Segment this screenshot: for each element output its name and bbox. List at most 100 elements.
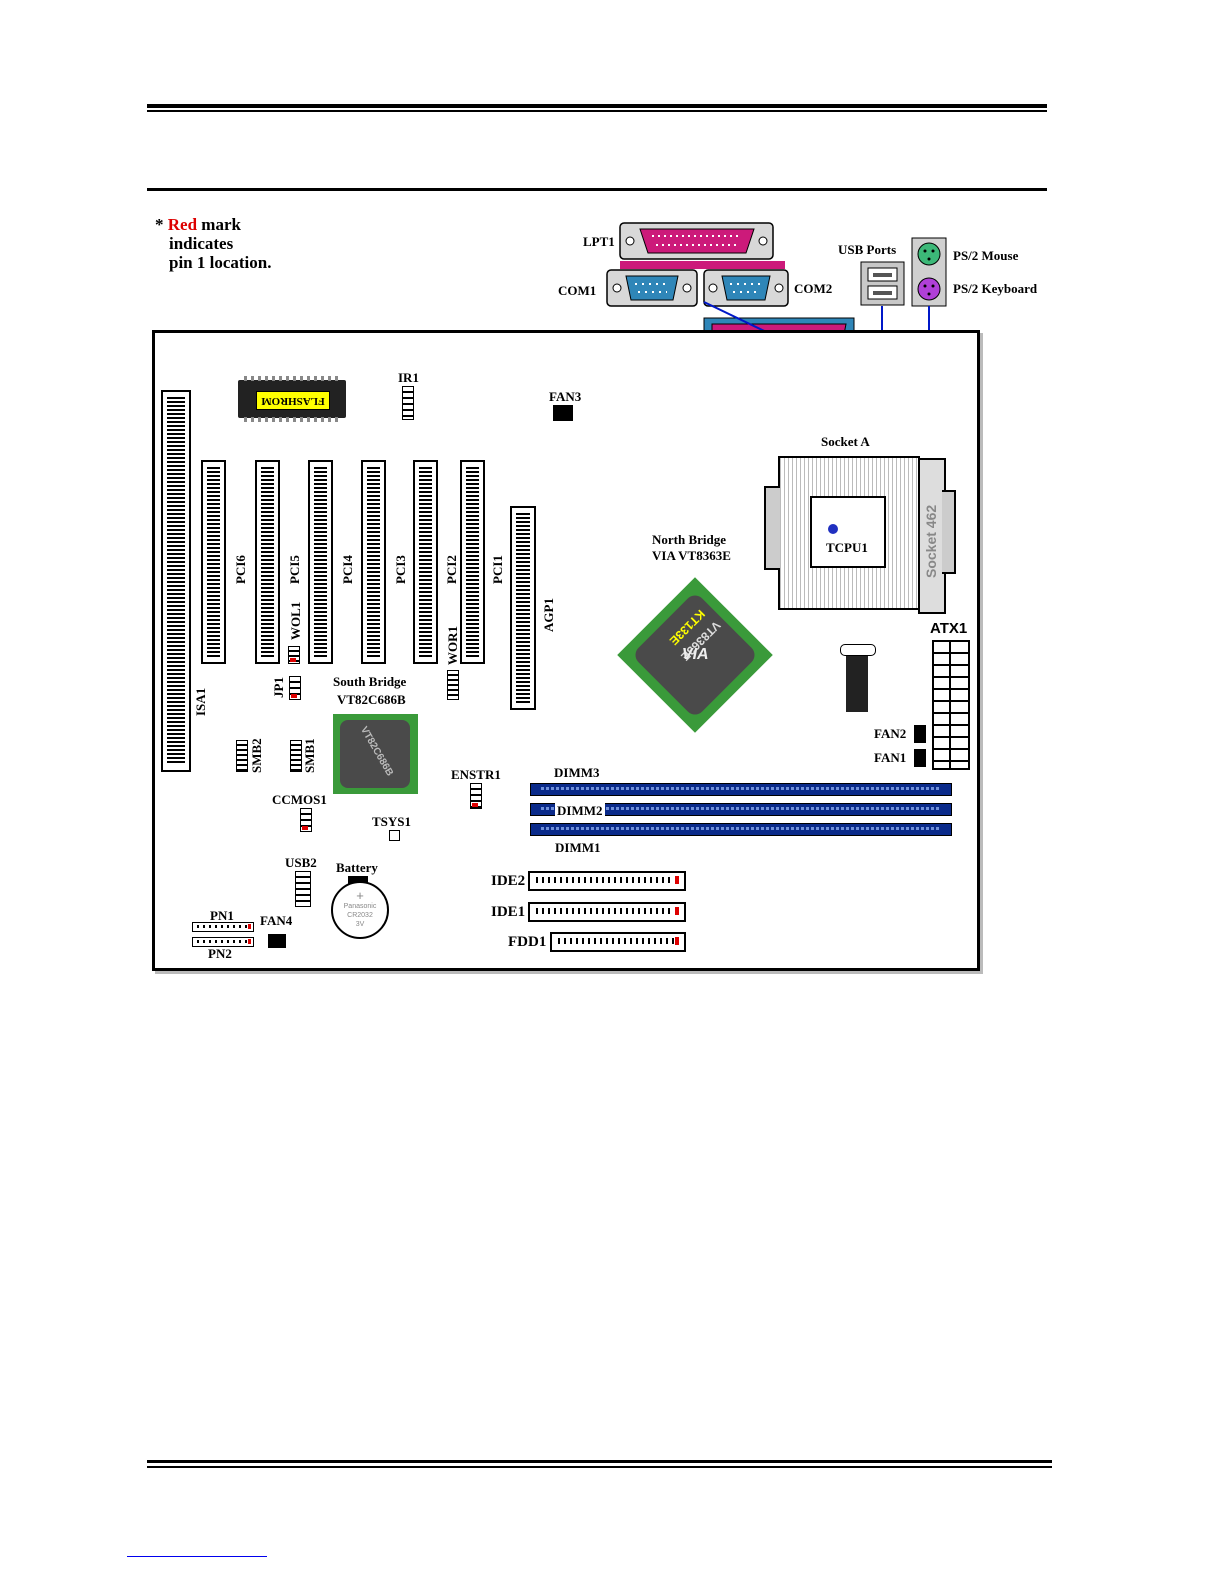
socket-a-label: Socket A — [821, 434, 870, 449]
pn1-label: PN1 — [210, 908, 234, 923]
com2-label: COM2 — [794, 281, 833, 296]
dimm3-slot — [530, 783, 952, 796]
dimm3-label: DIMM3 — [554, 765, 600, 780]
pin1-note: * Red mark indicates pin 1 location. — [155, 215, 272, 272]
dimm2-label: DIMM2 — [555, 803, 605, 819]
bottom-double-rule-thin — [147, 1466, 1052, 1468]
pci6-label: PCI6 — [233, 555, 248, 584]
ps2-mouse-port — [917, 242, 941, 266]
pci1-slot — [460, 460, 485, 664]
note-pin1-location: pin 1 location. — [169, 253, 272, 272]
note-indicates: indicates — [169, 234, 234, 253]
agp1-slot — [510, 506, 536, 710]
pci2-slot — [413, 460, 438, 664]
ccmos1-header — [300, 808, 312, 832]
tsys1-label: TSYS1 — [372, 814, 412, 829]
north-bridge-label-2: VIA VT8363E — [652, 548, 731, 563]
note-mark: mark — [201, 215, 241, 234]
enstr1-header — [470, 783, 482, 809]
south-bridge-die — [340, 720, 410, 788]
battery-model: CR2032 — [347, 912, 373, 919]
pci2-label: PCI2 — [444, 555, 459, 584]
lpt1-screw-right — [758, 236, 768, 246]
atx1-label: ATX1 — [930, 620, 968, 637]
pn2-label: PN2 — [208, 946, 232, 961]
battery-plus: + — [356, 888, 364, 903]
ide1-connector — [528, 902, 686, 922]
pci3-slot — [361, 460, 386, 664]
com1-label: COM1 — [558, 283, 597, 298]
pci4-label: PCI4 — [340, 555, 355, 584]
agp1-label: AGP1 — [541, 598, 556, 632]
footer-link-underline — [127, 1556, 267, 1557]
socket-bracket-right — [942, 490, 956, 574]
lpt1-screw-left — [625, 236, 635, 246]
socket-a: TCPU1 — [778, 456, 920, 610]
fan4-label: FAN4 — [260, 913, 293, 928]
smb1-header — [290, 740, 302, 772]
pci5-slot — [255, 460, 280, 664]
pci6-slot — [201, 460, 226, 664]
dimm1-label: DIMM1 — [555, 840, 601, 855]
tcpu1-label: TCPU1 — [826, 540, 868, 555]
ps2-mouse-label: PS/2 Mouse — [953, 248, 1019, 263]
fdd1-connector — [550, 932, 686, 952]
isa1-slot — [161, 390, 191, 772]
flashrom-pins-bottom — [244, 417, 340, 422]
usb2-label: USB2 — [285, 855, 317, 870]
isa1-label: ISA1 — [193, 687, 208, 716]
battery-voltage: 3V — [355, 921, 365, 928]
socket-bracket-left — [764, 486, 780, 570]
dimm1-slot — [530, 823, 952, 836]
fan1-label: FAN1 — [874, 750, 907, 765]
usb2-header — [295, 871, 311, 907]
south-bridge-label-2: VT82C686B — [337, 692, 406, 707]
fan1-header — [914, 749, 926, 767]
note-star: * — [155, 215, 164, 234]
ir1-label: IR1 — [398, 370, 419, 385]
south-bridge-label-1: South Bridge — [333, 674, 407, 689]
tsys1-sensor — [389, 830, 400, 841]
fan2-label: FAN2 — [874, 726, 907, 741]
com1-connector — [625, 275, 679, 301]
tcpu1-thermistor — [828, 524, 838, 534]
wor1-header — [447, 670, 459, 700]
top-double-rule-thin — [147, 110, 1047, 112]
section-rule — [147, 188, 1047, 191]
wol1-label: WOL1 — [288, 601, 303, 640]
pn2-connector — [192, 937, 254, 947]
usb-ports-label: USB Ports — [838, 242, 897, 257]
top-double-rule-thick — [147, 104, 1047, 108]
pn1-connector — [192, 922, 254, 932]
com2-connector — [721, 275, 771, 301]
ir1-header — [402, 386, 414, 420]
flashrom-label: FLASHROM — [256, 391, 330, 410]
socket-462-label: Socket 462 — [923, 504, 939, 578]
pci3-label: PCI3 — [393, 555, 408, 584]
fan3-label: FAN3 — [549, 389, 582, 404]
smb1-label: SMB1 — [302, 738, 317, 773]
wol1-header — [288, 646, 300, 664]
via-logo: VIA — [681, 646, 709, 664]
ide1-label: IDE1 — [491, 904, 526, 920]
fan4-header — [268, 934, 286, 948]
fan2-header — [914, 725, 926, 743]
battery-label: Battery — [336, 860, 378, 875]
dimm2-slot — [530, 803, 952, 816]
battery-clip — [348, 876, 368, 884]
lpt1-label: LPT1 — [583, 234, 615, 249]
enstr1-label: ENSTR1 — [451, 767, 501, 782]
ps2-keyboard-port — [917, 277, 941, 301]
crystal — [840, 644, 876, 656]
pci1-label: PCI1 — [490, 555, 505, 584]
bottom-double-rule-thick — [147, 1460, 1052, 1463]
note-red-word: Red — [167, 215, 198, 234]
ps2-keyboard-label: PS/2 Keyboard — [953, 281, 1038, 296]
pci5-label: PCI5 — [287, 555, 302, 584]
smb2-header — [236, 740, 248, 772]
ide2-connector — [528, 871, 686, 891]
ccmos1-label: CCMOS1 — [272, 792, 327, 807]
socket-center — [810, 496, 886, 568]
fan3-header — [553, 405, 573, 421]
jp1-label: JP1 — [271, 677, 286, 698]
